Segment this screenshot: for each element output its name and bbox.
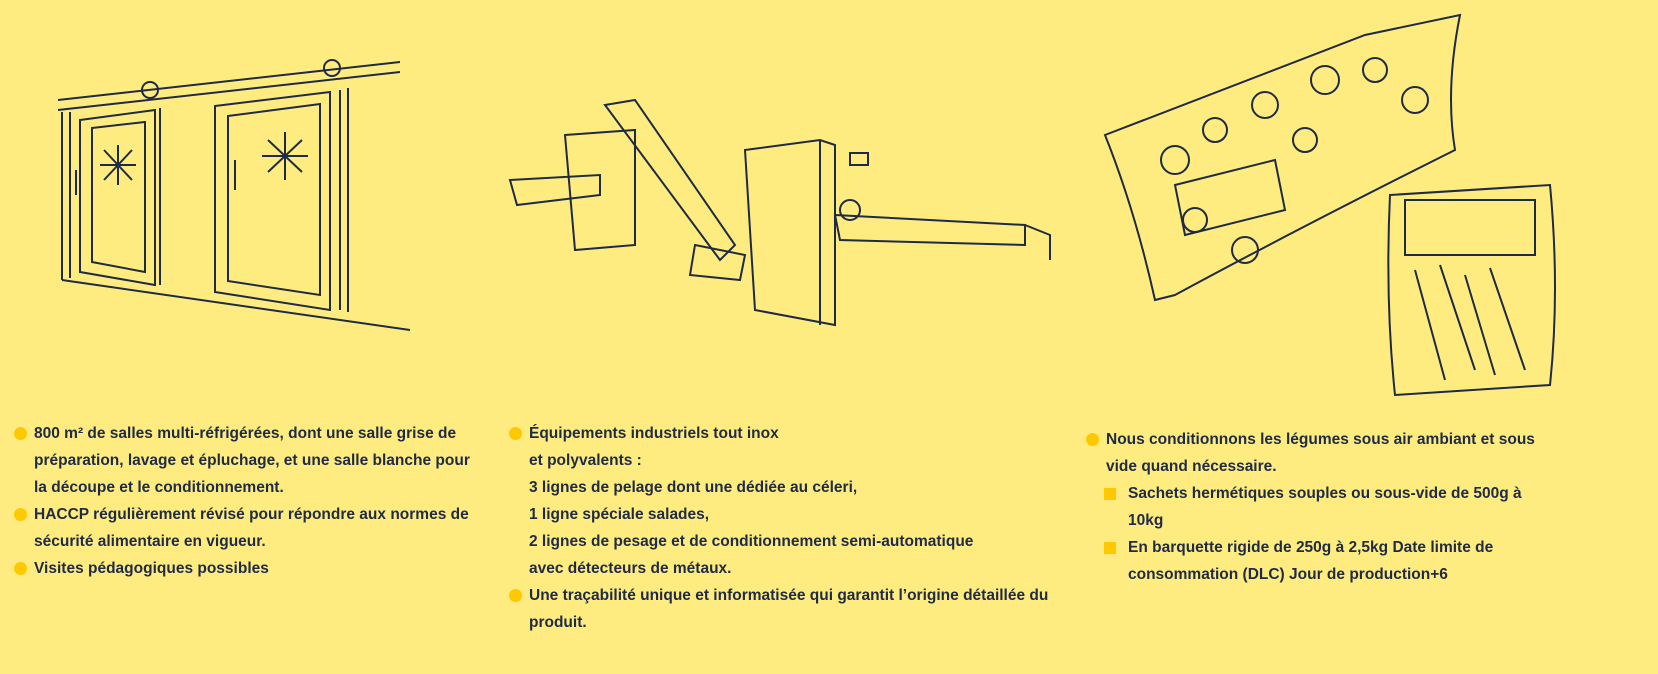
item-text: En barquette rigide de 250g à 2,5kg Date… — [1128, 539, 1494, 583]
square-bullet-icon — [1104, 542, 1116, 554]
bullet-icon — [14, 427, 27, 440]
square-bullet-icon — [1104, 488, 1116, 500]
item-line: 2 lignes de pesage et de conditionnement… — [529, 533, 974, 577]
item-text: 800 m² de salles multi-réfrigérées, dont… — [34, 425, 470, 496]
list-item: Équipements industriels tout inox et pol… — [509, 420, 1049, 582]
list-item: Une traçabilité unique et informatisée q… — [509, 582, 1049, 636]
item-line: Équipements industriels tout inox — [529, 425, 779, 442]
list-item: HACCP régulièrement révisé pour répondre… — [14, 501, 484, 555]
item-line: Une traçabilité unique et informatisée q… — [529, 587, 1049, 631]
item-text: HACCP régulièrement révisé pour répondre… — [34, 506, 469, 550]
packaging-column: Nous conditionnons les légumes sous air … — [1086, 426, 1556, 588]
bullet-icon — [1086, 433, 1099, 446]
item-line: et polyvalents : — [529, 452, 642, 469]
equipment-list: Équipements industriels tout inox et pol… — [509, 420, 1049, 636]
cold-room-doors-illustration — [57, 59, 411, 331]
bullet-icon — [509, 427, 522, 440]
rooms-list: 800 m² de salles multi-réfrigérées, dont… — [14, 420, 484, 582]
item-line: 1 ligne spéciale salades, — [529, 506, 710, 523]
item-text: Nous conditionnons les légumes sous air … — [1106, 431, 1535, 475]
bullet-icon — [14, 508, 27, 521]
vegetable-packaging-illustration — [1103, 13, 1556, 397]
bullet-icon — [14, 562, 27, 575]
packaging-sublist: Sachets hermétiques souples ou sous-vide… — [1104, 480, 1556, 588]
equipment-column: Équipements industriels tout inox et pol… — [509, 420, 1049, 636]
sub-list-item: Sachets hermétiques souples ou sous-vide… — [1104, 480, 1556, 534]
bullet-icon — [509, 589, 522, 602]
list-item: Nous conditionnons les légumes sous air … — [1086, 426, 1556, 480]
packaging-list: Nous conditionnons les légumes sous air … — [1086, 426, 1556, 480]
item-text: Visites pédagogiques possibles — [34, 560, 269, 577]
item-line: 3 lignes de pelage dont une dédiée au cé… — [529, 479, 858, 496]
item-text: Sachets hermétiques souples ou sous-vide… — [1128, 485, 1522, 529]
industrial-machines-illustration — [508, 98, 1051, 327]
list-item: Visites pédagogiques possibles — [14, 555, 484, 582]
rooms-column: 800 m² de salles multi-réfrigérées, dont… — [14, 420, 484, 582]
sub-list-item: En barquette rigide de 250g à 2,5kg Date… — [1104, 534, 1556, 588]
list-item: 800 m² de salles multi-réfrigérées, dont… — [14, 420, 484, 501]
